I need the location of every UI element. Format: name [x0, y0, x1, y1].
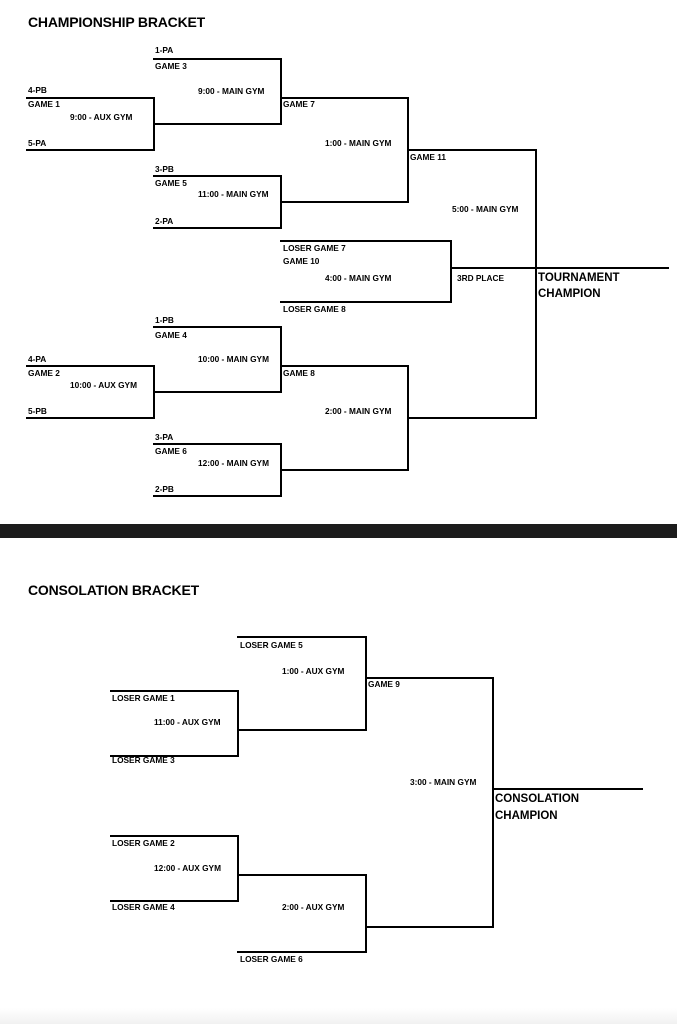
game-10-time: 4:00 - MAIN GYM — [325, 273, 391, 283]
game-5-time: 11:00 - MAIN GYM — [198, 189, 269, 199]
game-7-label: GAME 7 — [283, 99, 315, 109]
game-2-label: GAME 2 — [28, 368, 60, 378]
game-1-label: GAME 1 — [28, 99, 60, 109]
loser-game-3-label: LOSER GAME 3 — [112, 755, 175, 765]
game-6-top-seed: 3-PA — [155, 432, 173, 442]
game-8-time: 2:00 - MAIN GYM — [325, 406, 391, 416]
game-3-time: 9:00 - MAIN GYM — [198, 86, 264, 96]
consolation-final-connector — [365, 677, 494, 928]
game-7-time: 1:00 - MAIN GYM — [325, 138, 391, 148]
consolation-champion-label-line1: CONSOLATION — [495, 793, 579, 805]
game-11-connector — [407, 149, 537, 419]
game-11-label: GAME 11 — [410, 152, 446, 162]
third-place-label: 3RD PLACE — [457, 273, 504, 283]
game-2-time: 10:00 - AUX GYM — [70, 380, 137, 390]
consolation-top-left-connector — [110, 690, 239, 757]
game-4-top-seed: 1-PB — [155, 315, 174, 325]
game-1-time: 9:00 - AUX GYM — [70, 112, 132, 122]
game-1-bottom-seed: 5-PA — [28, 138, 46, 148]
section-divider — [0, 524, 677, 538]
game-3-connector — [153, 58, 282, 125]
loser-game-6-label: LOSER GAME 6 — [240, 954, 303, 964]
loser-game-4-label: LOSER GAME 4 — [112, 902, 175, 912]
game-8-connector — [280, 365, 409, 471]
game-3-top-seed: 1-PA — [155, 45, 173, 55]
consolation-labels: LOSER GAME 5 1:00 - AUX GYM GAME 9 LOSER… — [112, 640, 579, 964]
game-2-top-seed: 4-PA — [28, 354, 46, 364]
game-6-time: 12:00 - MAIN GYM — [198, 458, 269, 468]
championship-title: CHAMPIONSHIP BRACKET — [28, 14, 205, 30]
game-10-bottom: LOSER GAME 8 — [283, 304, 346, 314]
loser-game-2-label: LOSER GAME 2 — [112, 838, 175, 848]
game-6-connector — [153, 443, 282, 497]
consolation-12pm-time: 12:00 - AUX GYM — [154, 863, 221, 873]
page-footer-shade — [0, 1008, 677, 1024]
game-4-time: 10:00 - MAIN GYM — [198, 354, 269, 364]
game-11-time: 5:00 - MAIN GYM — [452, 204, 518, 214]
game-1-connector — [26, 97, 155, 151]
game-10-label: GAME 10 — [283, 256, 320, 266]
game-5-bottom-seed: 2-PA — [155, 216, 173, 226]
game-10-top: LOSER GAME 7 — [283, 243, 346, 253]
game-6-label: GAME 6 — [155, 446, 187, 456]
game-5-label: GAME 5 — [155, 178, 187, 188]
loser-game-1-label: LOSER GAME 1 — [112, 693, 175, 703]
consolation-game-9-connector — [237, 636, 367, 731]
game-1-top-seed: 4-PB — [28, 85, 47, 95]
game-3-label: GAME 3 — [155, 61, 187, 71]
game-2-bottom-seed: 5-PB — [28, 406, 47, 416]
consolation-3pm-time: 3:00 - MAIN GYM — [410, 777, 476, 787]
tournament-champion-label-line1: TOURNAMENT — [538, 272, 620, 284]
consolation-1pm-time: 1:00 - AUX GYM — [282, 666, 344, 676]
game-6-bottom-seed: 2-PB — [155, 484, 174, 494]
game-4-label: GAME 4 — [155, 330, 187, 340]
consolation-title: CONSOLATION BRACKET — [28, 582, 199, 598]
consolation-bottom-left-connector — [110, 835, 239, 902]
game-10-connector — [280, 240, 452, 303]
loser-game-5-label: LOSER GAME 5 — [240, 640, 303, 650]
consolation-champion-label-line2: CHAMPION — [495, 810, 558, 822]
game-8-label: GAME 8 — [283, 368, 315, 378]
championship-labels: 1-PA GAME 3 9:00 - MAIN GYM 4-PB GAME 1 … — [28, 45, 620, 494]
tournament-champion-label-line2: CHAMPION — [538, 288, 601, 300]
game-4-connector — [153, 326, 282, 393]
championship-lines — [26, 58, 669, 497]
game-7-connector — [280, 97, 409, 203]
game-9-label: GAME 9 — [368, 679, 400, 689]
consolation-lines — [110, 636, 643, 953]
game-5-top-seed: 3-PB — [155, 164, 174, 174]
consolation-2pm-time: 2:00 - AUX GYM — [282, 902, 344, 912]
game-2-connector — [26, 365, 155, 419]
consolation-11am-time: 11:00 - AUX GYM — [154, 717, 221, 727]
consolation-bottom-connector — [237, 874, 367, 953]
game-5-connector — [153, 175, 282, 229]
